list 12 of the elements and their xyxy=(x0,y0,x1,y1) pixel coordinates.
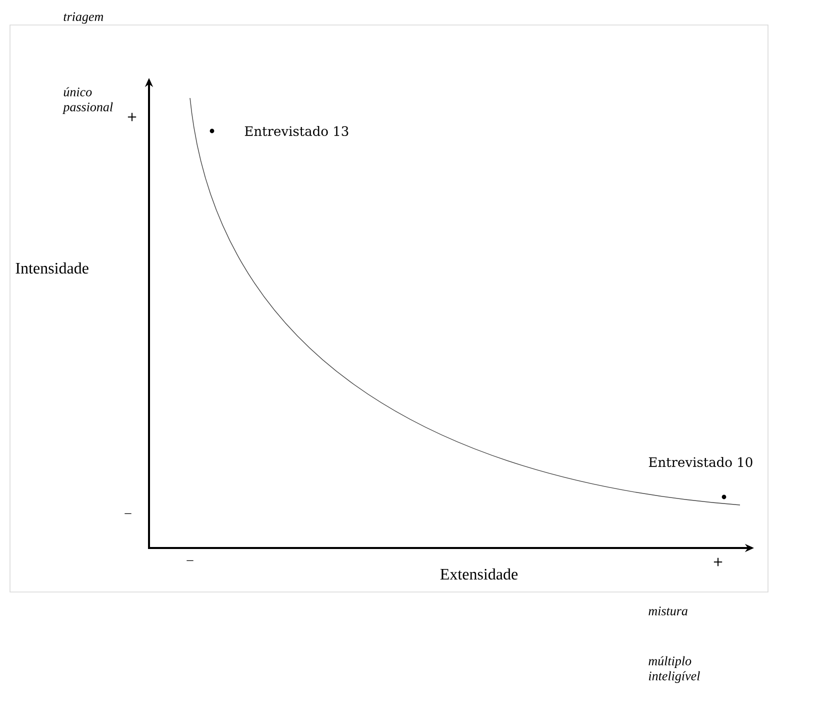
tick-sign: – xyxy=(124,513,132,514)
annotation-text: único passional xyxy=(62,87,113,114)
annotation-text: múltiplo inteligível xyxy=(648,656,700,683)
tick-sign: – xyxy=(186,560,194,561)
point-label: Entrevistado 10 xyxy=(648,456,752,468)
annotation-text: triagem xyxy=(64,12,104,24)
tick-sign: + xyxy=(128,112,136,122)
axis-label: Extensidade xyxy=(440,568,518,580)
axis-label: Intensidade xyxy=(16,262,88,274)
annotation-text: mistura xyxy=(648,606,688,616)
point-label: Entrevistado 13 xyxy=(244,126,348,136)
tick-sign: + xyxy=(714,558,722,566)
